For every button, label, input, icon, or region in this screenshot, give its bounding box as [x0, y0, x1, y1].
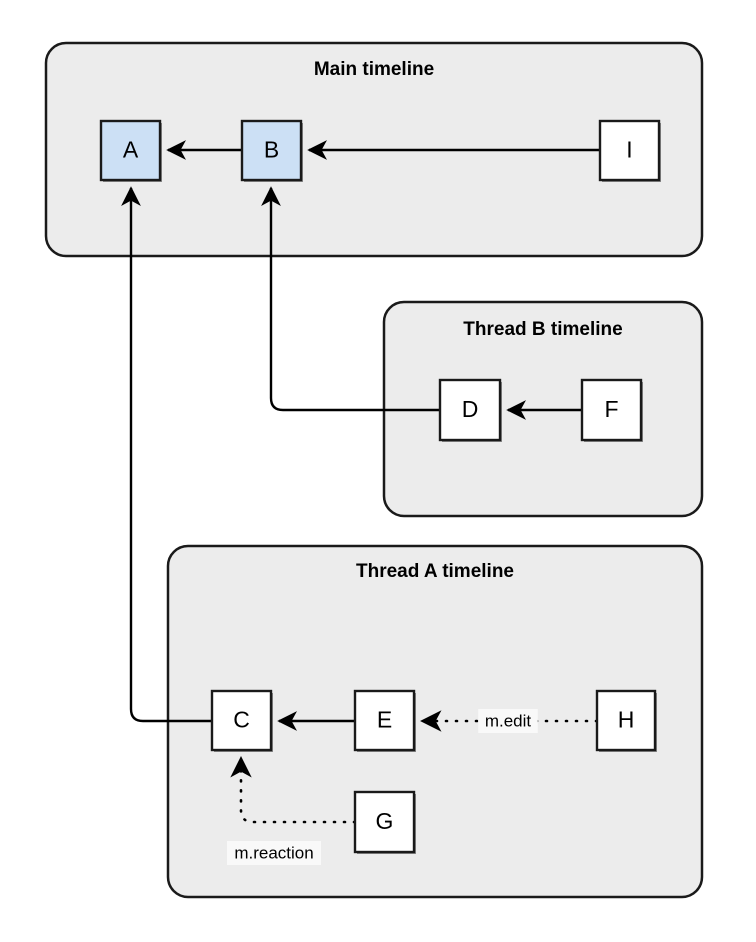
- edge-label-G-to-C: m.reaction: [234, 843, 313, 862]
- event-node-box-I[interactable]: [598, 119, 661, 182]
- event-node-box-B[interactable]: [240, 119, 303, 182]
- event-node-E[interactable]: E: [353, 689, 416, 752]
- edge-label-background-G-to-C: [227, 841, 321, 865]
- edge-label-H-to-E: m.edit: [485, 711, 532, 730]
- event-node-label-C: C: [233, 707, 250, 733]
- event-node-box-G[interactable]: [353, 790, 416, 854]
- edge-G-to-C: [230, 756, 357, 824]
- event-node-label-D: D: [462, 396, 479, 422]
- timeline-group-title-thread-b: Thread B timeline: [463, 319, 622, 340]
- event-node-box-H[interactable]: [595, 689, 657, 752]
- event-node-label-G: G: [376, 808, 394, 834]
- timeline-group-title-main: Main timeline: [314, 59, 434, 80]
- event-nodes: A B I D F C E H G: [99, 119, 661, 854]
- event-node-I[interactable]: I: [598, 119, 661, 182]
- event-node-D[interactable]: D: [438, 378, 502, 442]
- event-node-label-A: A: [123, 137, 139, 163]
- edge-label-background-H-to-E: [478, 709, 538, 733]
- event-node-label-H: H: [618, 707, 635, 733]
- edge-D-to-B: [261, 186, 440, 412]
- event-node-box-D[interactable]: [438, 378, 502, 442]
- event-node-B[interactable]: B: [240, 119, 303, 182]
- event-node-label-F: F: [604, 396, 618, 422]
- edge-C-to-A: [121, 186, 212, 723]
- event-node-H[interactable]: H: [595, 689, 657, 752]
- event-node-box-E[interactable]: [353, 689, 416, 752]
- event-node-G[interactable]: G: [353, 790, 416, 854]
- timeline-group-title-thread-a: Thread A timeline: [356, 561, 514, 582]
- event-node-box-A[interactable]: [99, 119, 162, 182]
- event-node-C[interactable]: C: [210, 689, 273, 752]
- event-node-box-F[interactable]: [580, 378, 643, 442]
- edge-labels: m.edit m.reaction: [227, 709, 538, 865]
- event-edges: [121, 140, 600, 824]
- event-node-A[interactable]: A: [99, 119, 162, 182]
- event-node-box-C[interactable]: [210, 689, 273, 752]
- event-node-label-B: B: [264, 137, 279, 163]
- event-node-label-E: E: [377, 707, 392, 733]
- event-node-F[interactable]: F: [580, 378, 643, 442]
- event-node-label-I: I: [626, 137, 632, 163]
